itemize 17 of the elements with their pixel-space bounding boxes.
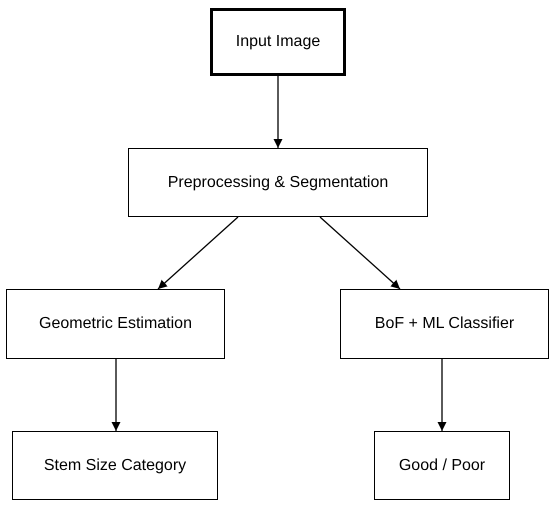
arrow [438, 359, 446, 431]
box-label: Preprocessing & Segmentation [166, 174, 390, 192]
arrow [158, 216, 238, 290]
box-label: Good / Poor [398, 456, 486, 474]
arrow [320, 216, 400, 290]
process-box [12, 431, 218, 500]
arrow [274, 76, 282, 148]
process-box [6, 289, 225, 359]
process-box [210, 8, 346, 76]
process-box [340, 289, 549, 359]
box-label: Geometric Estimation [38, 315, 193, 333]
process-box [128, 148, 428, 217]
arrow [112, 359, 120, 431]
box-label: BoF + ML Classifier [374, 315, 516, 333]
box-label: Stem Size Category [42, 456, 188, 474]
box-label: Input Image [234, 33, 322, 51]
process-box [374, 431, 510, 500]
